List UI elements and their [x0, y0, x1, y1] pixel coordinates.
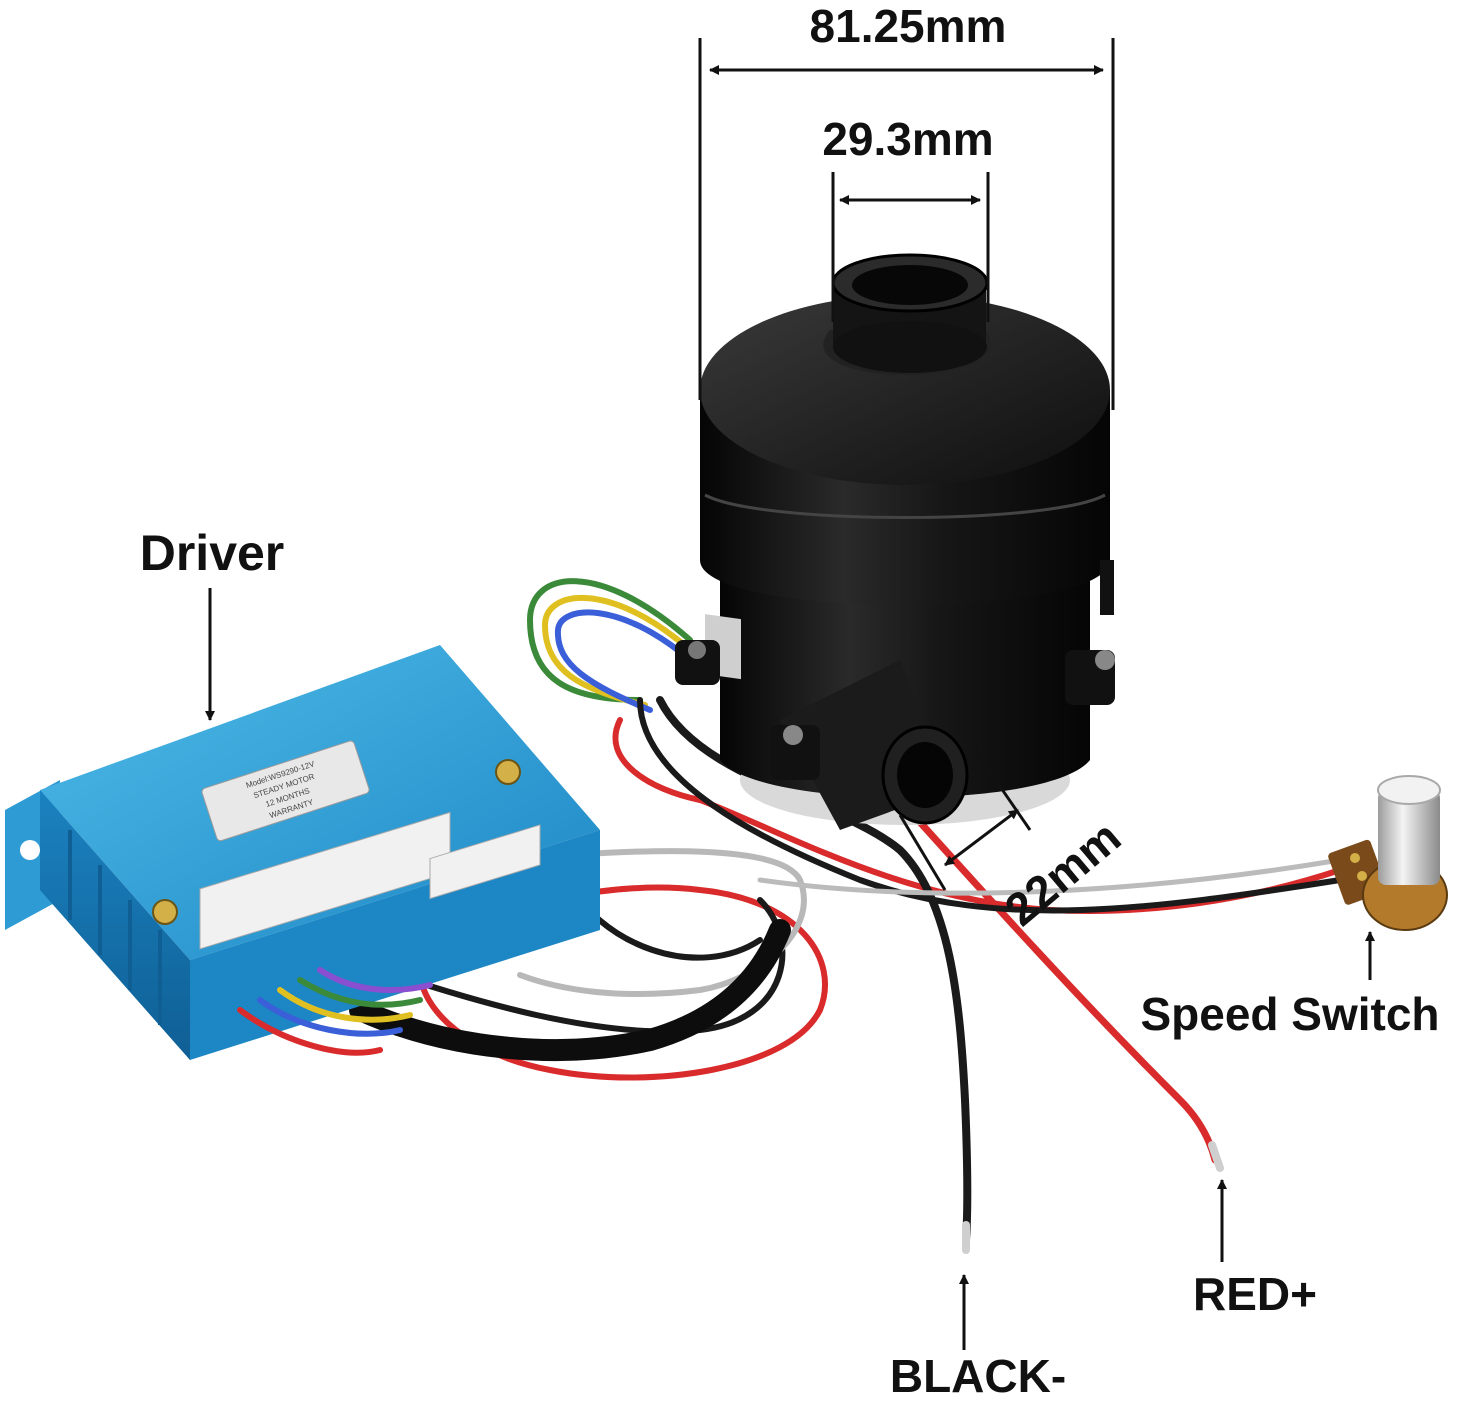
driver-side-face — [40, 790, 190, 1060]
speed-switch-label: Speed Switch — [1140, 988, 1439, 1040]
blower-motor — [675, 253, 1115, 830]
driver-cooling-fins — [68, 830, 162, 1025]
dimension-extension-outlet-a — [898, 814, 947, 891]
mount-foot-left — [675, 640, 720, 685]
blower-top — [700, 295, 1110, 485]
inlet-diameter-label: 29.3mm — [822, 113, 993, 165]
driver-screw — [495, 759, 521, 785]
speed-switch-potentiometer — [1328, 775, 1448, 931]
driver-screw — [152, 899, 178, 925]
driver-label: Driver — [140, 525, 285, 581]
dimension-arrow-outlet — [944, 808, 1019, 867]
dimension-extension-outlet-b — [973, 749, 1032, 831]
black-negative-label: BLACK- — [890, 1350, 1066, 1402]
driver-box: Model:WS9290-12V STEADY MOTOR 12 MONTHS … — [5, 645, 600, 1060]
mount-foot-right — [1065, 650, 1115, 705]
dimension-lines — [698, 38, 1115, 891]
red-positive-label: RED+ — [1193, 1268, 1317, 1320]
callout-arrows — [205, 588, 1375, 1350]
speed-knob — [1378, 790, 1440, 885]
driver-output-wires — [237, 967, 433, 1056]
overall-width-label: 81.25mm — [810, 0, 1007, 52]
outlet-diameter-label: 22mm — [995, 810, 1130, 935]
mount-foot-front — [770, 725, 820, 780]
driver-connector-main — [199, 811, 451, 950]
driver-connector-aux — [429, 824, 541, 900]
